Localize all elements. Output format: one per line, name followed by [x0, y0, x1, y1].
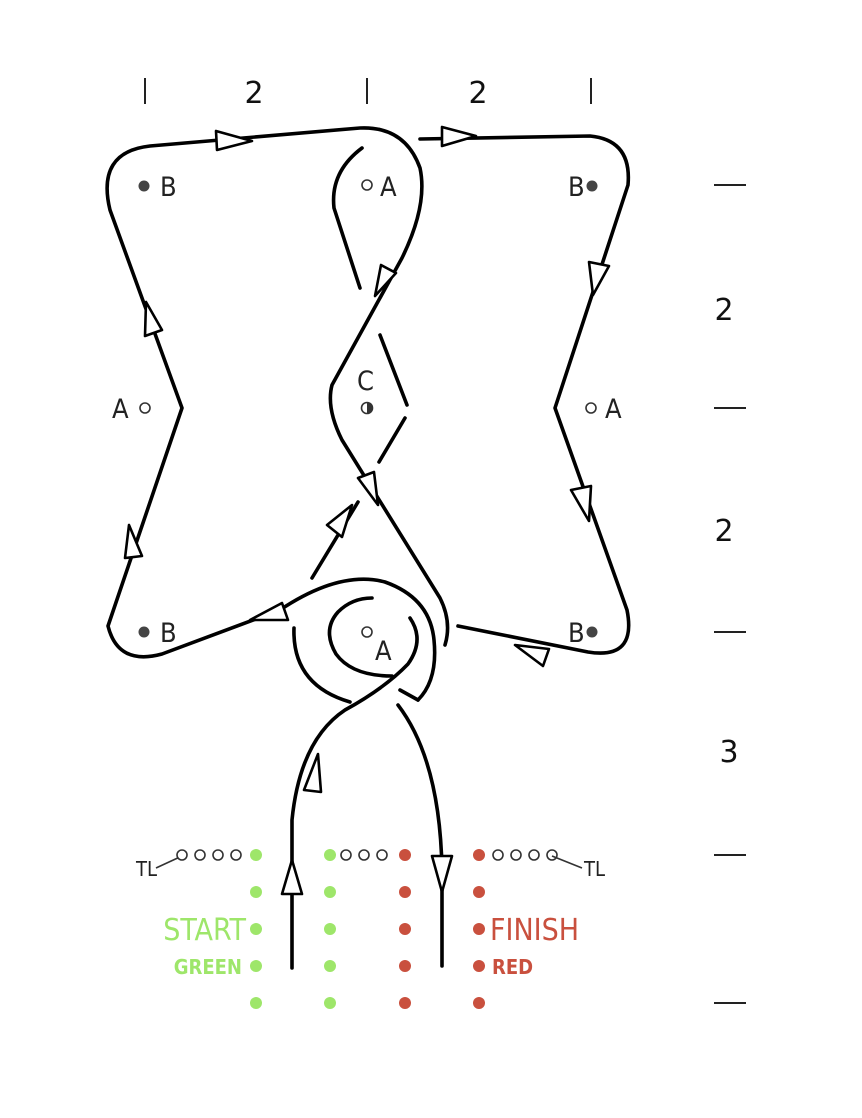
- path-lower-link: [310, 500, 360, 580]
- path-top-inner-loop: [331, 146, 364, 290]
- timing-light-dots-right: [492, 849, 558, 861]
- cone-label-a-mid-left: A: [112, 394, 129, 425]
- path-c-right-upper: [378, 333, 409, 407]
- arrow-link: [325, 503, 354, 539]
- path-entry: [290, 616, 419, 970]
- measure-right-2: 2: [714, 514, 733, 549]
- arrow-entry: [302, 752, 323, 794]
- direction-arrows: [123, 125, 611, 896]
- path-right-loop: [418, 134, 631, 655]
- measure-top-right: 2: [468, 76, 487, 111]
- arrow-finish: [430, 854, 454, 894]
- start-label: START: [163, 913, 246, 948]
- finish-sublabel: RED: [492, 955, 533, 979]
- arrow-left-lower: [123, 523, 144, 560]
- finish-gate-cones: [399, 849, 485, 1009]
- cones: B A B A C A B A B: [112, 172, 622, 667]
- timing-lights: TL TL: [135, 849, 605, 881]
- path-c-right-lower: [377, 416, 407, 464]
- path-arc-left: [292, 626, 352, 704]
- timing-light-dots-left: [176, 849, 388, 861]
- start-gate-cones: [250, 849, 336, 1009]
- cone-open-icon: [585, 402, 597, 414]
- path-bottom-hook: [327, 596, 394, 678]
- cone-open-icon: [139, 402, 151, 414]
- arrow-upper-center: [373, 263, 398, 298]
- arrow-start: [280, 858, 304, 896]
- cone-label-b-top-left: B: [160, 172, 177, 203]
- measure-right-3: 3: [719, 735, 738, 770]
- timing-light-leader-right: [551, 855, 583, 869]
- path-left-loop: [105, 126, 450, 702]
- cone-filled-icon: [586, 626, 598, 638]
- cone-open-icon: [361, 626, 373, 638]
- cone-label-a-mid-right: A: [605, 394, 622, 425]
- path-arc-right: [398, 688, 420, 702]
- arrow-bottom-right: [513, 643, 551, 668]
- cone-label-a-top-center: A: [380, 172, 397, 203]
- measure-top-left: 2: [244, 76, 263, 111]
- cone-label-b-bottom-right: B: [568, 618, 585, 649]
- finish-label: FINISH: [490, 913, 579, 948]
- timing-light-label-right: TL: [583, 857, 605, 881]
- arrow-right-lower: [569, 484, 593, 523]
- cone-half-fill: [367, 402, 373, 414]
- cone-filled-icon: [138, 626, 150, 638]
- timing-light-label-left: TL: [135, 857, 157, 881]
- arrow-bottom-left: [248, 601, 290, 622]
- arrow-top-left: [214, 129, 254, 152]
- arrow-top-right: [440, 125, 478, 148]
- arrow-right-upper: [587, 260, 611, 297]
- cone-open-icon: [361, 179, 373, 191]
- measure-right-1: 2: [714, 293, 733, 328]
- arrow-center-down: [356, 470, 380, 507]
- cone-label-a-bottom-center: A: [375, 636, 392, 667]
- cone-filled-icon: [586, 180, 598, 192]
- cone-label-c-center: C: [357, 366, 374, 397]
- cone-filled-icon: [138, 180, 150, 192]
- start-sublabel: GREEN: [174, 955, 242, 979]
- driving-line: [105, 126, 631, 970]
- arrow-left-upper: [143, 300, 164, 338]
- cone-label-b-bottom-left: B: [160, 618, 177, 649]
- right-measurement-ticks: [714, 184, 746, 1004]
- top-measurement-ticks: [144, 78, 592, 104]
- cone-label-b-top-right: B: [568, 172, 585, 203]
